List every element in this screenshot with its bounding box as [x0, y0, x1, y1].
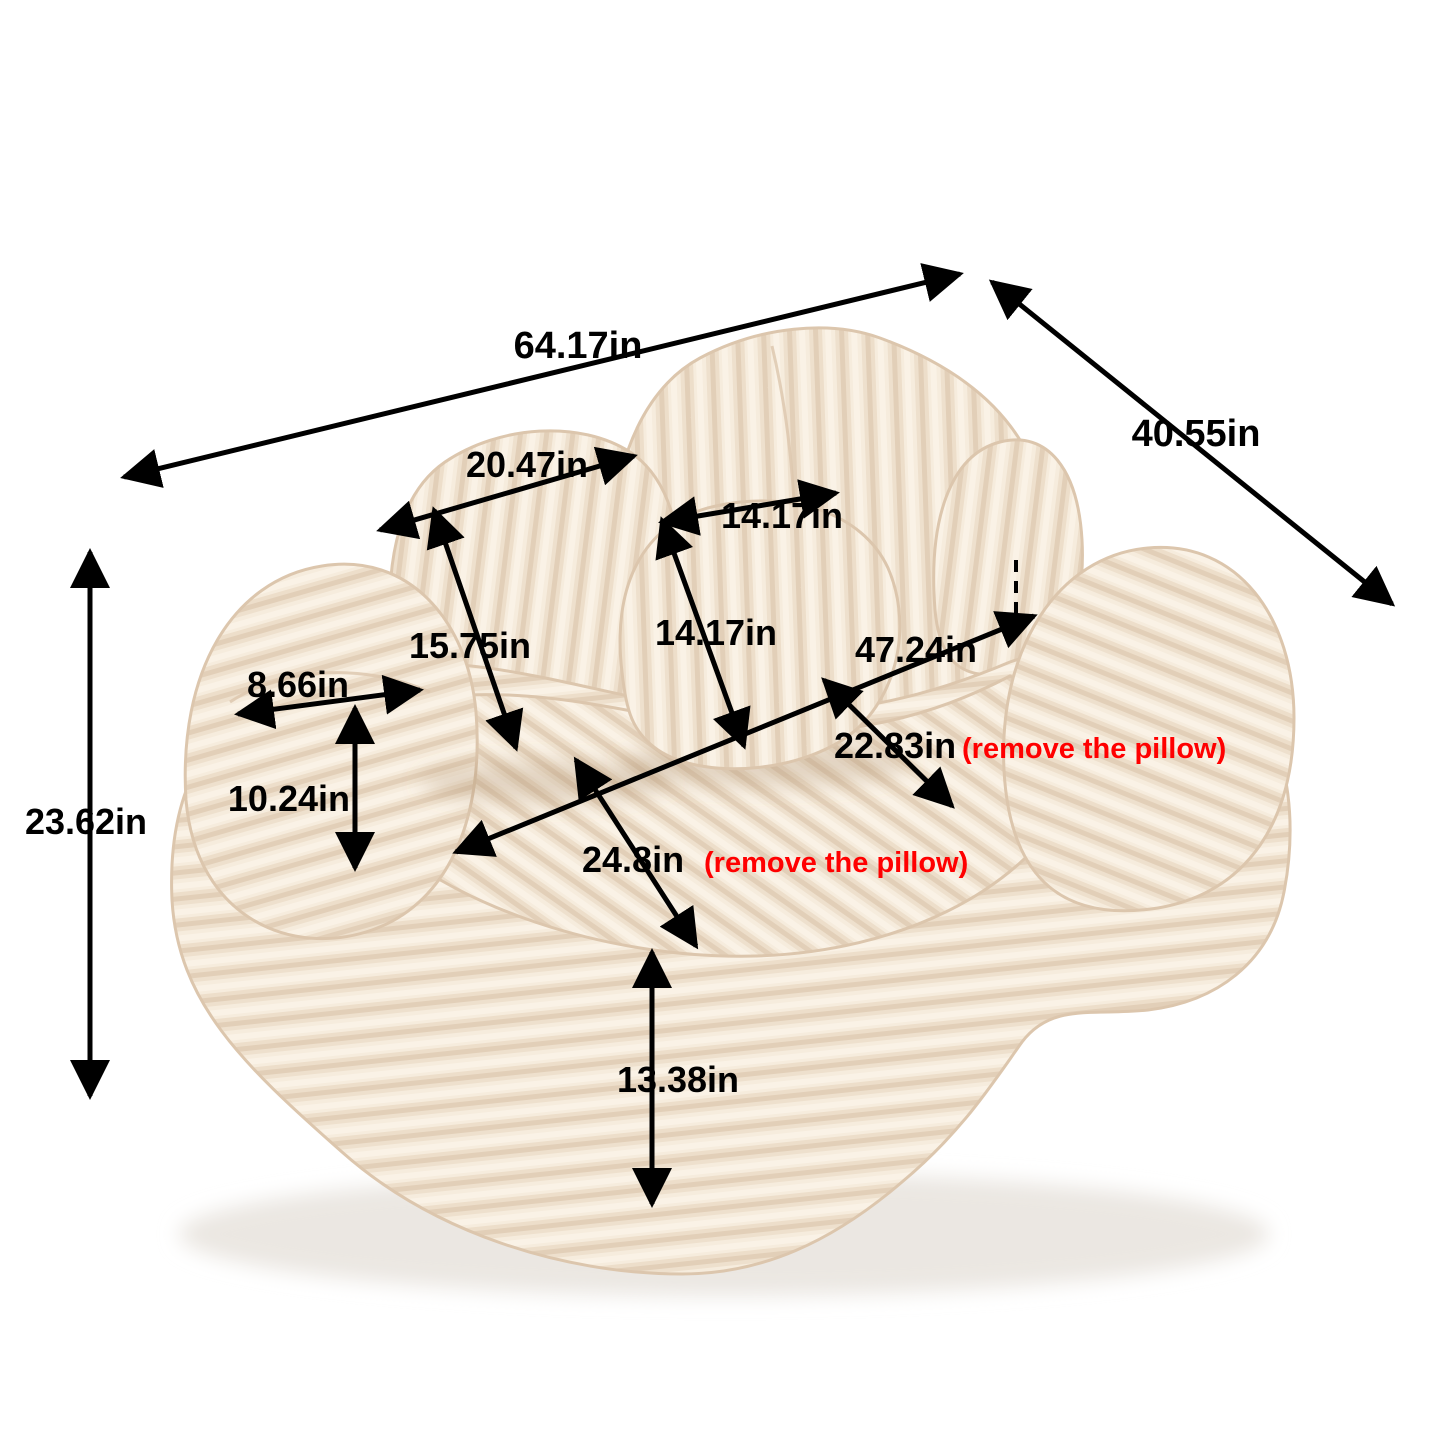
left-armrest — [183, 562, 479, 940]
overall-depth-arrow — [988, 279, 1396, 607]
headrest-pillow-width-label: 14.17in — [721, 495, 843, 536]
seat-front-depth-label: 24.8in — [582, 839, 684, 880]
back-pillow-width-label: 20.47in — [466, 444, 588, 485]
seat-width-label: 47.24in — [855, 629, 977, 670]
back-pillow-height-label: 15.75in — [409, 625, 531, 666]
back-pillow-width-arrow — [376, 446, 638, 540]
back-cushion-height-label: 14.17in — [655, 612, 777, 653]
overall-height-label: 23.62in — [25, 801, 147, 842]
armrest-height-label: 10.24in — [228, 778, 350, 819]
seat-height-label: 13.38in — [617, 1059, 739, 1100]
seat-width-arrow — [452, 611, 1038, 857]
seat-front-depth-arrow — [573, 756, 699, 950]
armrest-width-label: 8.66in — [247, 664, 349, 705]
overall-depth-label: 40.55in — [1132, 413, 1261, 455]
overall-width-label: 64.17in — [514, 325, 643, 367]
overall-width-arrow — [120, 263, 964, 488]
seat-depth-arrow — [821, 677, 955, 809]
dimension-arrows — [70, 263, 1396, 1208]
seat-front-depth-note-label: (remove the pillow) — [704, 847, 968, 879]
seat-depth-note-label: (remove the pillow) — [962, 733, 1226, 765]
seat-depth-label: 22.83in — [834, 725, 956, 766]
dimension-labels: 64.17in 40.55in 23.62in 20.47in 14.17in … — [25, 325, 1260, 1100]
armrest-width-arrow — [234, 674, 424, 730]
